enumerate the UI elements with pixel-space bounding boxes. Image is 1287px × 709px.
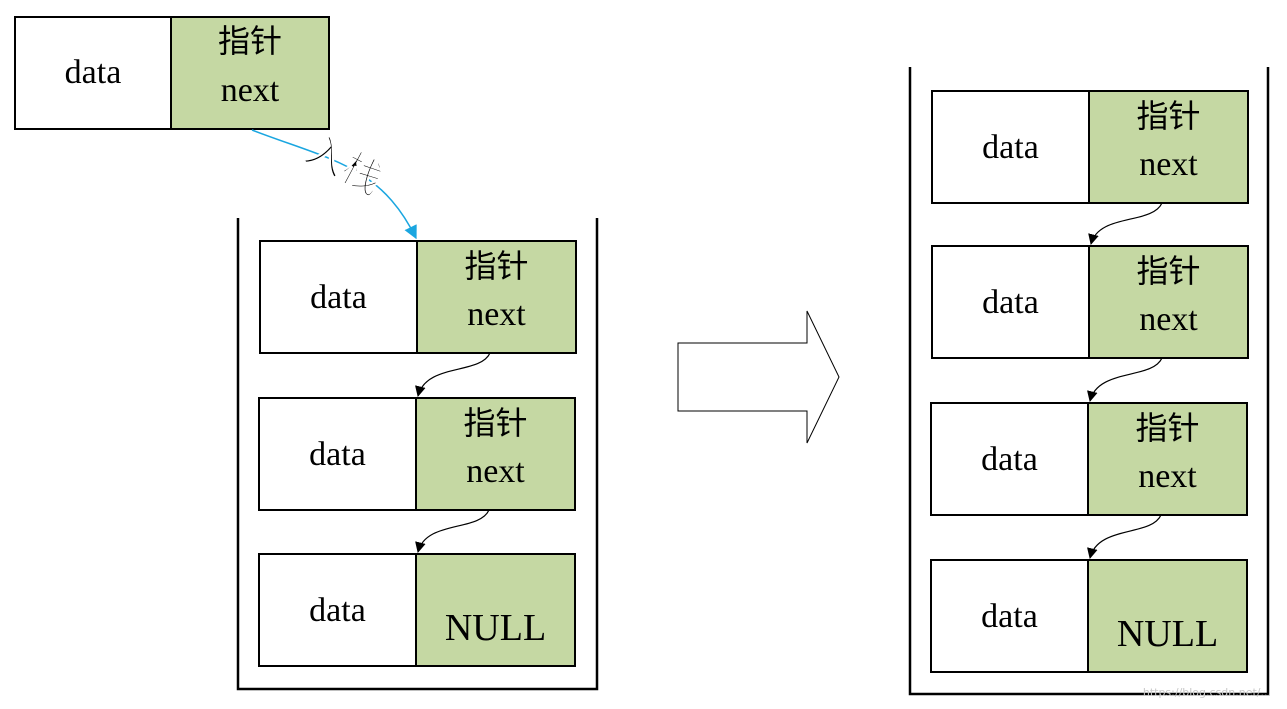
before-node-3-data-cell (258, 553, 417, 667)
new-node-pointer-label-cn: 指针 (218, 22, 282, 60)
before-link-arrow-1 (415, 352, 491, 398)
after-node-2-pointer-cell (1088, 245, 1249, 359)
after-node-1-data-cell (931, 90, 1090, 204)
push-label: 入栈 (298, 126, 390, 204)
new-node-pointer-label-en: next (221, 72, 280, 109)
after-link-arrow-1 (1088, 202, 1163, 246)
after-node-1: data 指针 next (931, 90, 1249, 204)
after-node-1-pointer-label-en: next (1139, 146, 1198, 183)
after-node-1-data-label: data (982, 129, 1039, 166)
after-node-3-data-label: data (981, 441, 1038, 478)
before-node-3-pointer-cell (415, 553, 576, 667)
before-node-1-pointer-label-en: next (467, 296, 526, 333)
before-stack-container (236, 218, 599, 691)
after-node-4-pointer-label-null: NULL (1117, 613, 1218, 655)
new-node-data-label: data (65, 54, 122, 91)
after-node-4-data-label: data (981, 598, 1038, 635)
before-node-2-pointer-cell (415, 397, 576, 511)
after-node-3-pointer-cell (1087, 402, 1248, 516)
push-arrow (251, 129, 417, 240)
before-node-2-pointer-label-cn: 指针 (463, 404, 527, 442)
before-node-2-data-label: data (309, 436, 366, 473)
before-node-2-pointer-label-en: next (466, 453, 525, 490)
after-node-1-pointer-cell (1088, 90, 1249, 204)
before-node-1: data 指针 next (259, 240, 577, 354)
new-node-data-cell (14, 16, 172, 130)
new-node: data 指针 next (14, 16, 330, 130)
after-node-2-pointer-label-en: next (1139, 301, 1198, 338)
after-node-2: data 指针 next (931, 245, 1249, 359)
before-node-1-pointer-cell (416, 240, 577, 354)
before-node-3: data NULL (258, 553, 576, 667)
after-node-2-pointer-label-cn: 指针 (1136, 252, 1200, 290)
after-node-3-pointer-label-en: next (1138, 458, 1197, 495)
after-node-3-pointer-label-cn: 指针 (1135, 409, 1199, 447)
after-node-2-data-cell (931, 245, 1090, 359)
before-node-2: data 指针 next (258, 397, 576, 511)
after-node-1-pointer-label-cn: 指针 (1136, 97, 1200, 135)
before-link-arrow-2 (415, 509, 490, 554)
before-node-3-pointer-label-null: NULL (445, 607, 546, 649)
after-stack-container (908, 67, 1270, 696)
before-node-3-data-label: data (309, 592, 366, 629)
before-node-1-data-label: data (310, 279, 367, 316)
watermark: https://blog.csdn.net/... (1142, 686, 1271, 699)
after-node-4-data-cell (930, 559, 1089, 673)
after-node-2-data-label: data (982, 284, 1039, 321)
after-node-4: data NULL (930, 559, 1248, 673)
new-node-pointer-cell (170, 16, 330, 130)
before-node-1-data-cell (259, 240, 418, 354)
before-node-1-pointer-label-cn: 指针 (464, 247, 528, 285)
after-link-arrow-3 (1087, 514, 1162, 560)
after-node-3-data-cell (930, 402, 1089, 516)
after-node-3: data 指针 next (930, 402, 1248, 516)
after-node-4-pointer-cell (1087, 559, 1248, 673)
transition-arrow (677, 310, 840, 444)
after-link-arrow-2 (1087, 357, 1163, 403)
